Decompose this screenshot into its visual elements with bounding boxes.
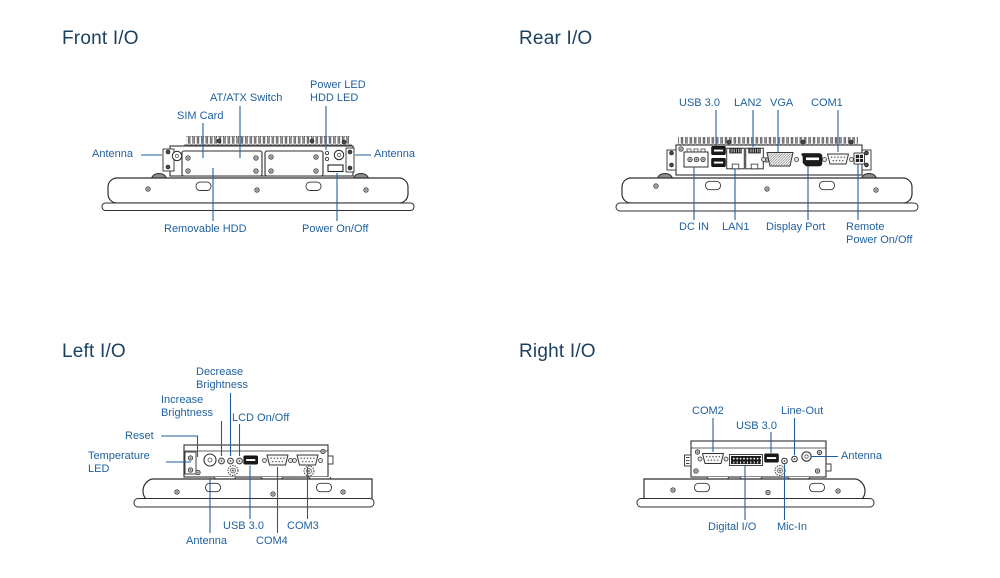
left-usb30-port (243, 455, 259, 465)
digital-io-port (729, 454, 763, 466)
vga-port (761, 152, 799, 167)
label-rear-lan2: LAN2 (734, 97, 762, 109)
power-button (327, 164, 344, 173)
front-callout-lines (141, 106, 371, 221)
rear-callout-lines (693, 110, 859, 220)
increase-brightness-button (218, 457, 225, 465)
removable-hdd-cover (181, 150, 263, 177)
front-antenna-left-jack (171, 150, 183, 162)
lan1-port (726, 147, 745, 170)
label-rear-display-port: Display Port (766, 221, 826, 233)
right-usb30-port (764, 453, 779, 463)
label-left-usb30: USB 3.0 (223, 520, 264, 532)
label-right-com2: COM2 (692, 405, 724, 417)
hdd-led-hole (324, 156, 329, 161)
label-left-temperature-led: Temperature LED (88, 450, 150, 475)
rear-usb30-port-bottom (711, 157, 726, 168)
lcd-on-off-button (236, 457, 243, 465)
label-rear-dc-in: DC IN (679, 221, 709, 233)
rear-usb30-port-top (711, 145, 726, 156)
label-right-digital-io: Digital I/O (708, 521, 757, 533)
label-front-hdd-led: HDD LED (310, 92, 359, 104)
right-panel-title: Right I/O (519, 341, 596, 362)
label-rear-vga: VGA (770, 97, 794, 109)
label-front-antenna-right: Antenna (374, 148, 415, 160)
right-callout-lines (712, 418, 838, 520)
label-front-power-led: Power LED (310, 79, 366, 91)
power-led-hole (324, 150, 329, 155)
left-panel-title: Left I/O (62, 341, 126, 362)
label-right-usb30: USB 3.0 (736, 420, 777, 432)
front-device-drawing (101, 136, 415, 211)
label-front-sim-card: SIM Card (177, 110, 224, 122)
label-left-lcd-on-off: LCD On/Off (232, 412, 290, 424)
label-front-removable-hdd: Removable HDD (164, 223, 247, 235)
label-left-increase-brightness: Increase Brightness (161, 394, 213, 419)
com2-port (702, 453, 724, 464)
decrease-brightness-button (227, 457, 234, 465)
label-rear-remote-power: Remote Power On/Off (846, 221, 913, 246)
com4-port (266, 454, 289, 466)
label-left-decrease-brightness: Decrease Brightness (196, 366, 248, 391)
rear-panel-title: Rear I/O (519, 28, 593, 49)
label-right-mic-in: Mic-In (777, 521, 807, 533)
label-left-com3: COM3 (287, 520, 319, 532)
remote-power-port (853, 152, 865, 165)
left-callout-lines (161, 393, 309, 533)
com3-port (296, 454, 319, 466)
front-panel-title: Front I/O (62, 28, 139, 49)
label-left-antenna: Antenna (186, 535, 227, 547)
right-antenna-jack (801, 451, 812, 462)
label-front-antenna-left: Antenna (92, 148, 133, 160)
right-device-drawing (636, 440, 875, 508)
label-front-at-atx-switch: AT/ATX Switch (210, 92, 283, 104)
label-left-com4: COM4 (256, 535, 288, 547)
lan2-port (745, 147, 764, 170)
sim-atx-cover (264, 150, 324, 177)
displayport-port (801, 153, 823, 167)
dc-in-port (683, 148, 709, 168)
label-rear-usb30: USB 3.0 (679, 97, 720, 109)
rear-device-drawing (615, 137, 919, 212)
label-right-line-out: Line-Out (781, 405, 824, 417)
label-left-reset: Reset (125, 430, 154, 442)
left-device-drawing (133, 444, 375, 508)
label-right-antenna: Antenna (841, 450, 882, 462)
label-rear-com1: COM1 (811, 97, 843, 109)
label-front-power-on-off: Power On/Off (302, 223, 369, 235)
label-rear-lan1: LAN1 (722, 221, 750, 233)
front-antenna-right-jack (333, 149, 345, 161)
